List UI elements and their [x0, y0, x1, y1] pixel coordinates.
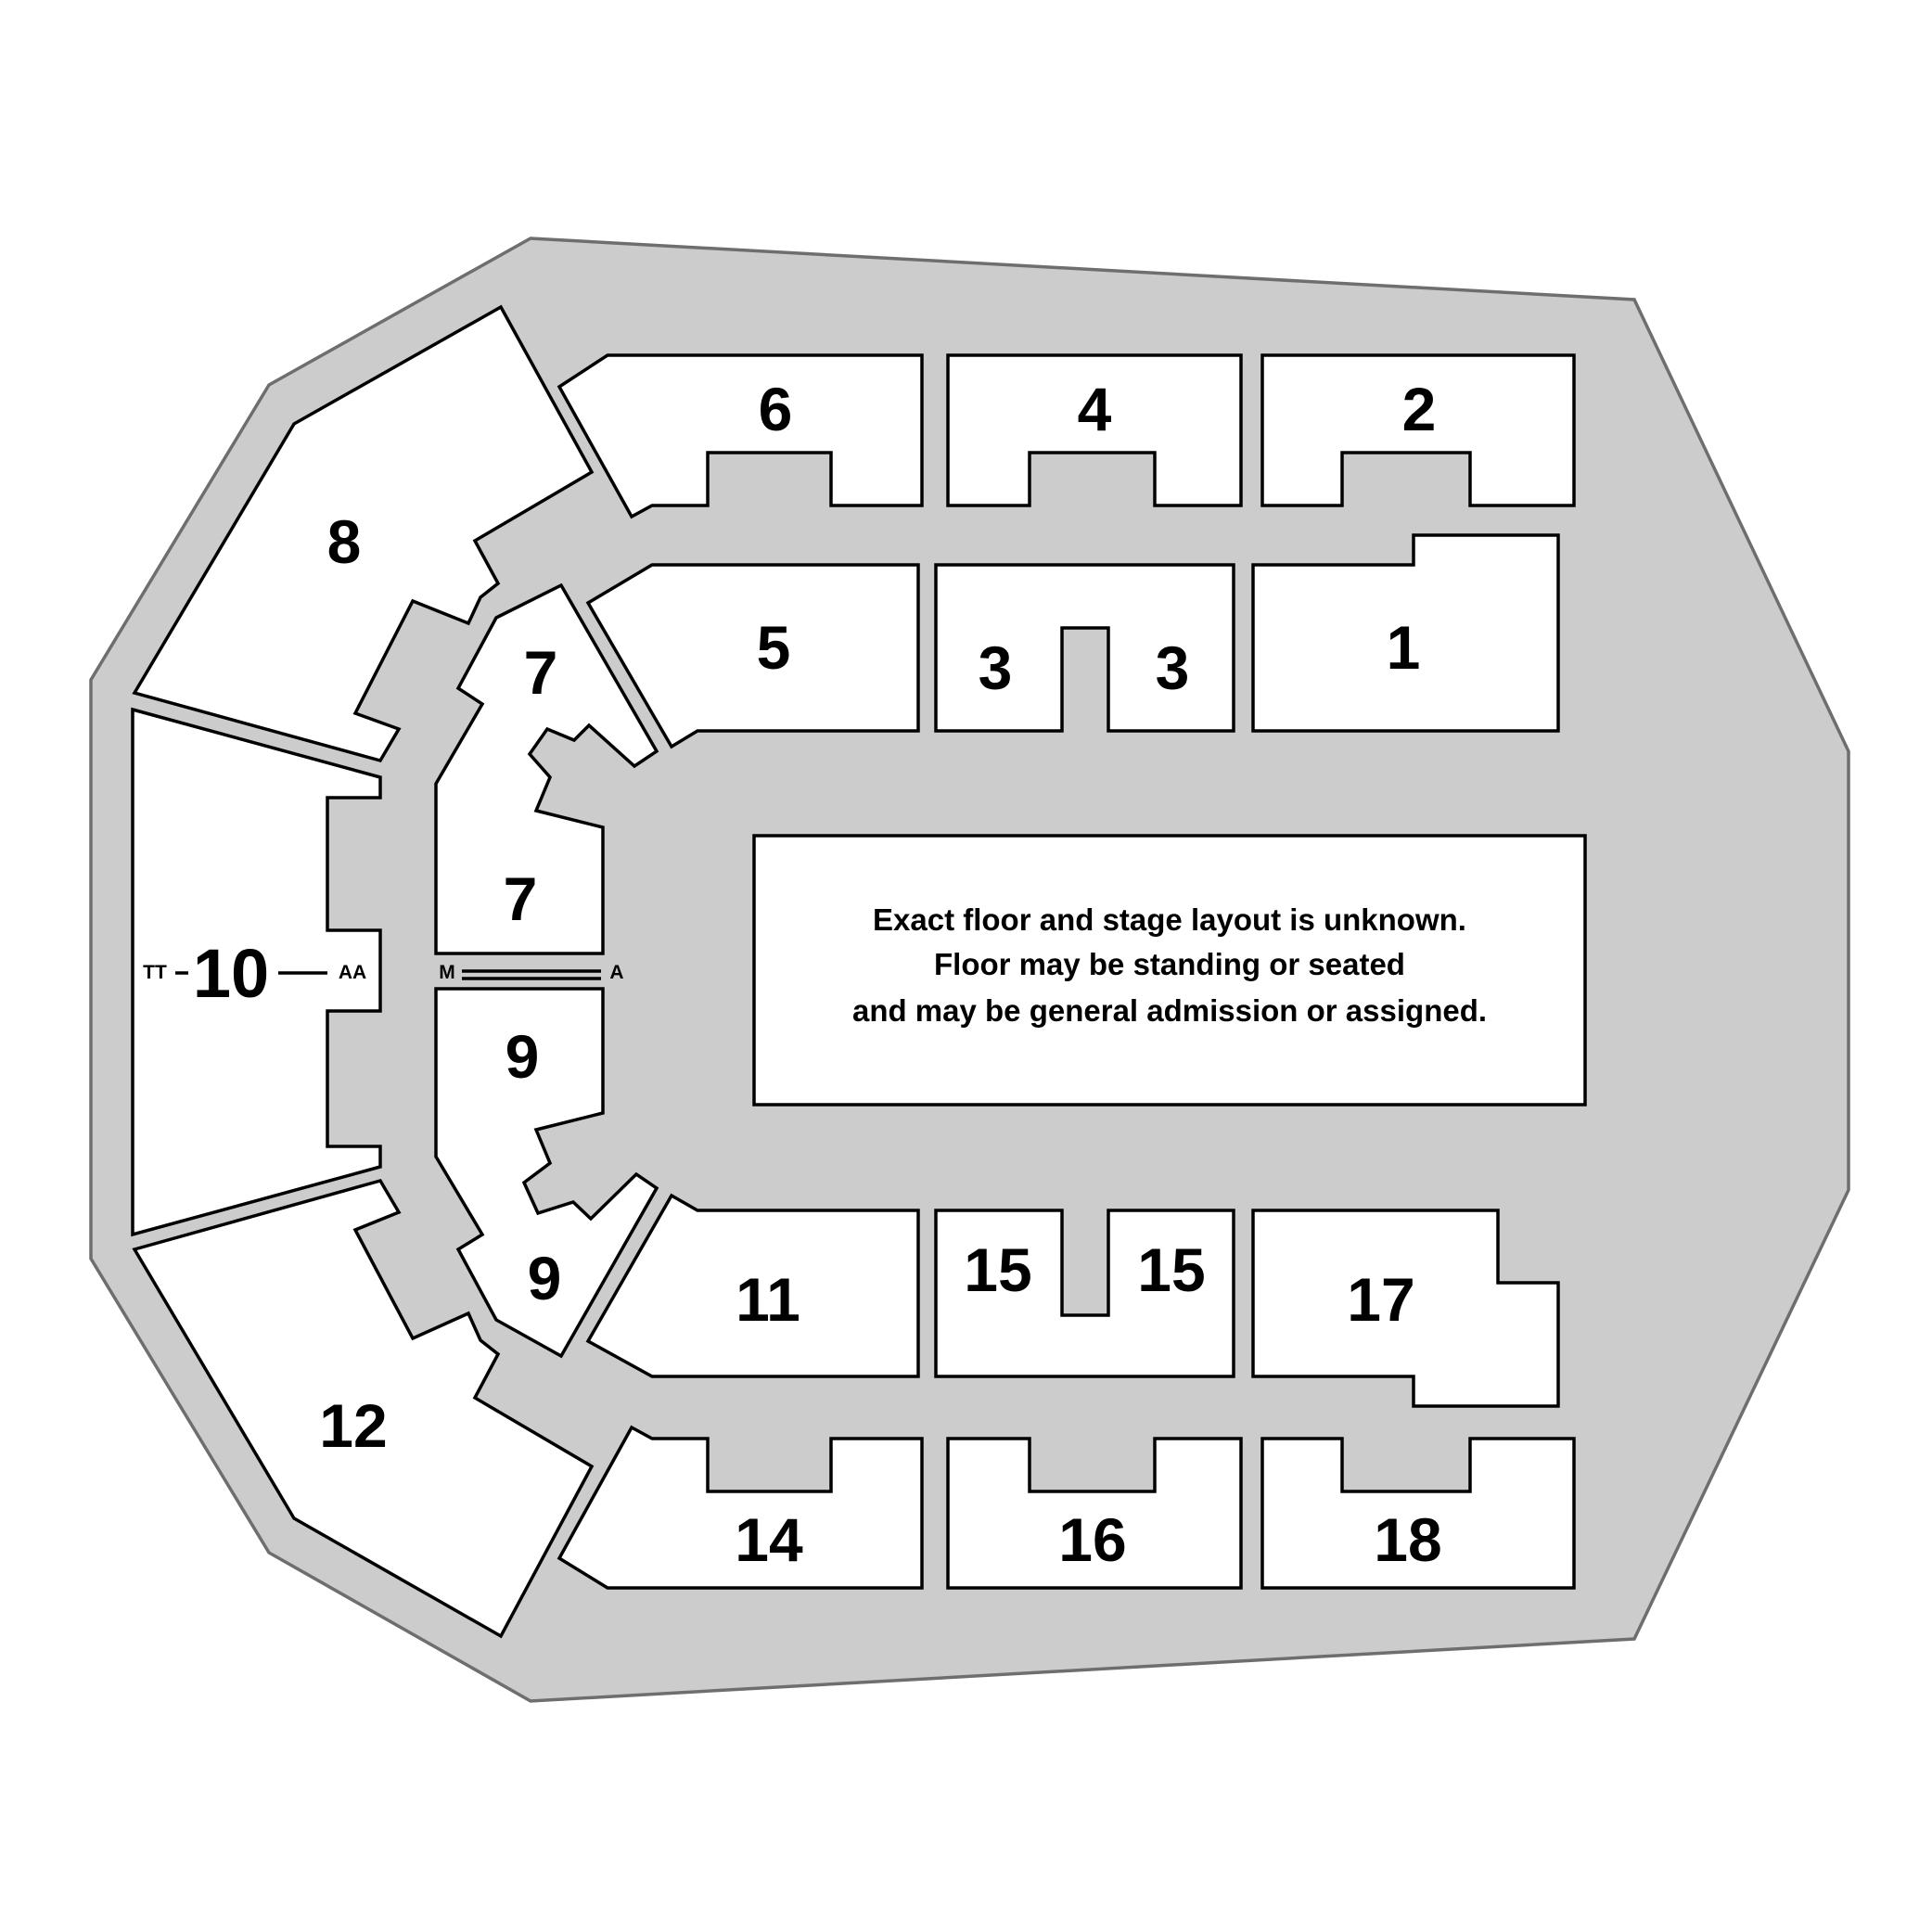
row-label-aa: AA [339, 962, 366, 983]
label-section-9-upper: 9 [505, 1022, 540, 1091]
section-11[interactable] [585, 1193, 920, 1378]
label-section-2: 2 [1402, 375, 1437, 443]
floor-area[interactable] [752, 834, 1587, 1107]
label-section-7-lower: 7 [504, 864, 538, 933]
floor-note-line-2: Floor may be standing or seated [934, 947, 1405, 981]
section-17[interactable] [1251, 1209, 1560, 1408]
label-section-15-right: 15 [1137, 1235, 1205, 1304]
label-section-3-right: 3 [1156, 633, 1190, 702]
section-8[interactable] [132, 304, 595, 763]
section-16[interactable] [946, 1437, 1243, 1590]
label-section-5: 5 [757, 613, 791, 682]
label-section-3-left: 3 [979, 633, 1013, 702]
label-section-10: 10 [193, 935, 269, 1012]
label-section-15-left: 15 [964, 1235, 1031, 1304]
section-1[interactable] [1251, 533, 1560, 733]
row-label-tt: TT [143, 962, 167, 983]
label-section-8: 8 [327, 507, 362, 576]
section-12[interactable] [132, 1178, 595, 1639]
section-6[interactable] [557, 353, 924, 519]
section-15[interactable] [934, 1209, 1235, 1378]
label-section-11: 11 [736, 1265, 800, 1334]
label-section-18: 18 [1374, 1505, 1441, 1574]
section-14[interactable] [557, 1425, 924, 1590]
label-section-14: 14 [735, 1505, 803, 1574]
label-section-9-lower: 9 [528, 1244, 562, 1312]
label-section-7-upper: 7 [524, 638, 558, 707]
section-5[interactable] [585, 563, 920, 749]
label-section-1: 1 [1387, 613, 1421, 682]
label-section-6: 6 [759, 375, 793, 443]
section-4[interactable] [946, 353, 1243, 507]
row-label-m: M [439, 962, 455, 983]
label-section-16: 16 [1058, 1505, 1126, 1574]
section-7[interactable] [434, 582, 659, 955]
label-section-4: 4 [1078, 375, 1112, 443]
label-section-17: 17 [1347, 1265, 1414, 1334]
floor-note-line-3: and may be general admission or assigned… [852, 993, 1487, 1028]
section-10[interactable] [131, 707, 382, 1237]
row-label-a: A [609, 962, 623, 983]
label-section-12: 12 [319, 1391, 387, 1460]
floor-note-line-1: Exact floor and stage layout is unknown. [873, 902, 1466, 937]
section-9[interactable] [434, 987, 659, 1359]
section-3[interactable] [934, 563, 1235, 733]
section-18[interactable] [1260, 1437, 1576, 1590]
section-2[interactable] [1260, 353, 1576, 507]
